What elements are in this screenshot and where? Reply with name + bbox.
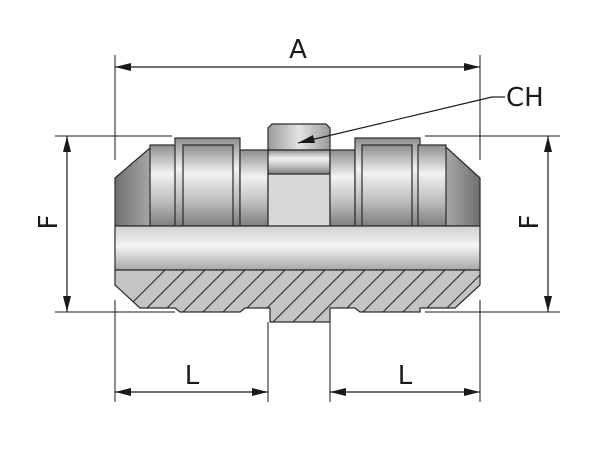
- right-neck: [329, 149, 356, 227]
- dimension-f-left: F: [34, 136, 71, 312]
- dimension-l-right: L: [330, 361, 480, 396]
- extension-lines: [55, 55, 560, 402]
- dimension-a: A: [115, 35, 480, 71]
- hex-top-face: [267, 123, 331, 151]
- right-thread-body: [417, 144, 447, 227]
- left-neck: [239, 149, 269, 227]
- dimension-f-right: F: [515, 136, 552, 312]
- left-thread-band: [182, 144, 234, 227]
- dimension-ch-label: CH: [506, 83, 544, 113]
- dimension-l-left: L: [115, 361, 268, 396]
- fitting-section: [114, 269, 481, 323]
- section-hatching: [115, 270, 480, 322]
- dimension-f-left-label: F: [34, 215, 64, 230]
- hex-lower: [267, 173, 331, 227]
- dimension-ch: CH: [297, 83, 544, 144]
- dimension-a-label: A: [289, 35, 307, 65]
- dimension-l-left-label: L: [185, 361, 200, 391]
- right-flare-cone: [444, 147, 481, 227]
- dimension-f-right-label: F: [515, 215, 545, 230]
- fitting-exterior: [114, 123, 481, 271]
- bore-band: [114, 225, 481, 271]
- dimension-l-right-label: L: [398, 361, 413, 391]
- left-flare-cone: [114, 147, 153, 227]
- hex-body: [267, 149, 331, 175]
- right-thread-band: [361, 144, 413, 227]
